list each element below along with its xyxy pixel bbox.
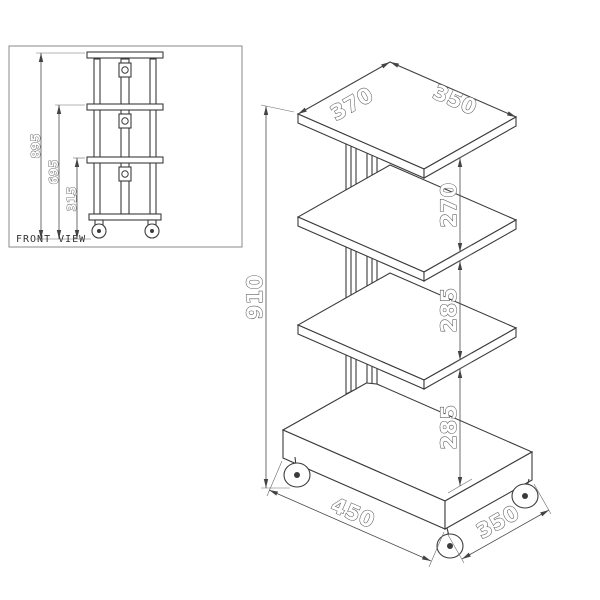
front-view-casters (91, 219, 160, 239)
dim-label-315: 315 (65, 186, 79, 211)
front-view-border (8, 45, 243, 248)
front-view-brackets (118, 62, 132, 182)
dim-label-910: 910 (243, 274, 267, 319)
dim-line-base-depth (268, 489, 432, 562)
dim-line-shelf-width (297, 61, 391, 115)
base-right-face (444, 451, 533, 530)
isometric-view: 370 350 270 285 285 910 (242, 61, 552, 568)
dim-label-270: 270 (437, 182, 461, 227)
iso-height-dimension: 910 (242, 104, 295, 489)
front-shelf-lower (86, 156, 164, 164)
iso-casters (283, 456, 539, 559)
iso-shelf-1 (296, 61, 518, 179)
front-view-dimensions: 895 695 315 (29, 52, 91, 240)
iso-shelf-3 (296, 272, 518, 390)
dim-label-695: 695 (47, 159, 61, 184)
front-view-panel: 895 695 315 FRONT VIEW (8, 45, 243, 248)
dim-line-base-width (461, 509, 550, 560)
iso-shelf-2 (296, 164, 518, 282)
front-shelf-middle (86, 103, 164, 111)
front-view-title: FRONT VIEW (16, 234, 86, 245)
front-view-posts (93, 58, 157, 215)
front-view-shelves (86, 51, 164, 221)
front-view-center-spine (120, 58, 130, 215)
front-base-bar (88, 213, 162, 221)
front-shelf-top (86, 51, 164, 59)
iso-base (281, 380, 534, 530)
dim-label-285-bottom: 285 (437, 404, 461, 449)
dim-label-895: 895 (29, 133, 43, 158)
dim-label-285-mid: 285 (437, 287, 461, 332)
dim-line-shelf-depth (389, 61, 517, 118)
iso-gap-dimensions: 270 285 285 (436, 150, 473, 494)
